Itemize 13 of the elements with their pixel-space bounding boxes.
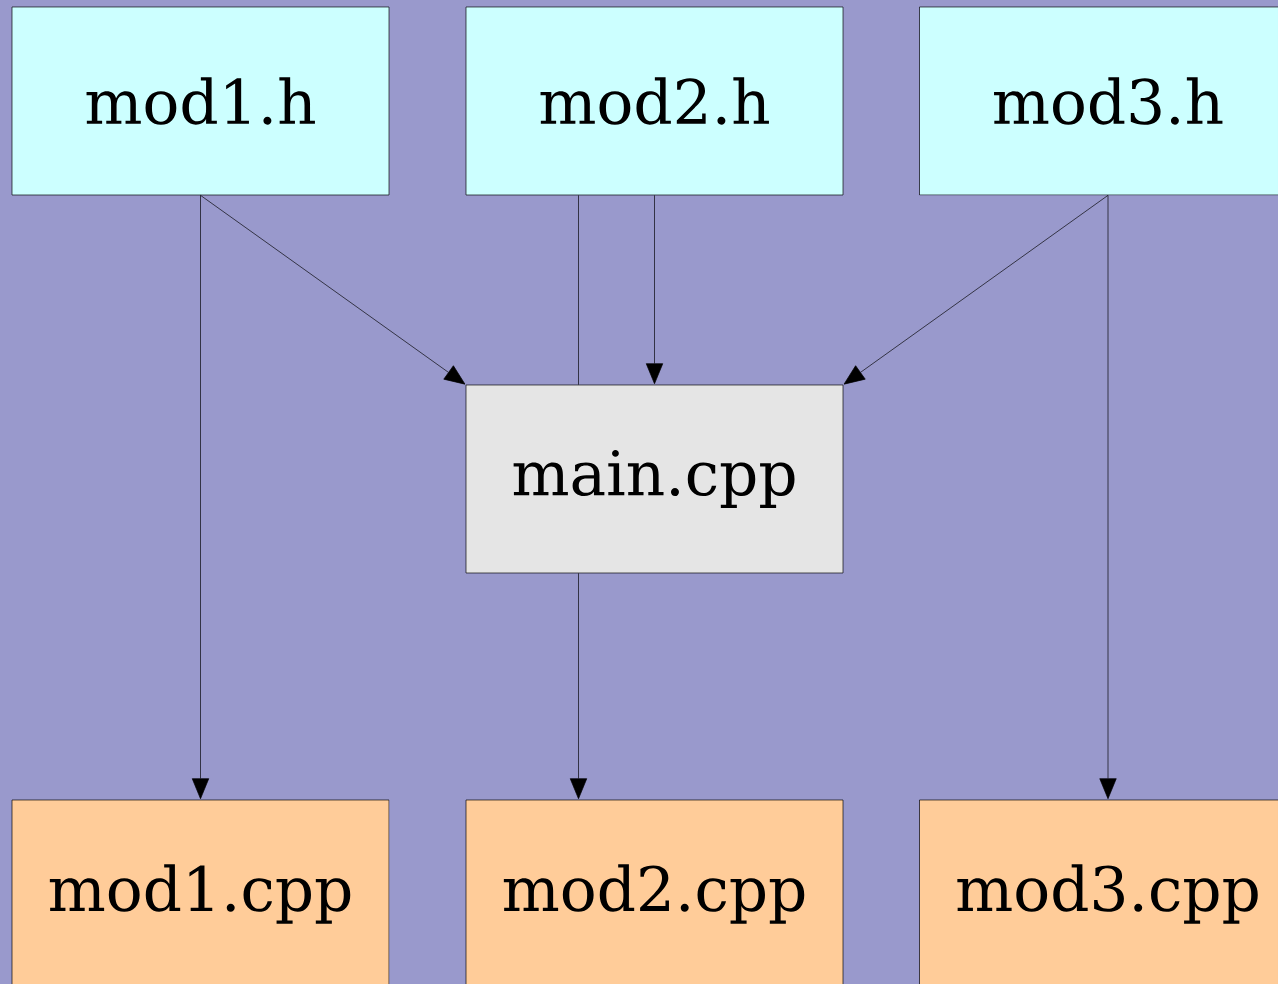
arrow xyxy=(843,195,1109,385)
file-box: mod1.h xyxy=(11,6,390,196)
file-box: mod3.h xyxy=(919,6,1278,196)
arrow xyxy=(200,195,466,385)
file-box: mod1.cpp xyxy=(11,799,390,984)
file-box: mod3.cpp xyxy=(919,799,1278,984)
arrow xyxy=(1099,195,1117,800)
file-box: mod2.h xyxy=(465,6,844,196)
arrow xyxy=(191,195,210,800)
arrow xyxy=(569,573,588,800)
file-box: main.cpp xyxy=(465,384,844,574)
arrow xyxy=(645,195,664,385)
file-box: mod2.cpp xyxy=(465,799,844,984)
